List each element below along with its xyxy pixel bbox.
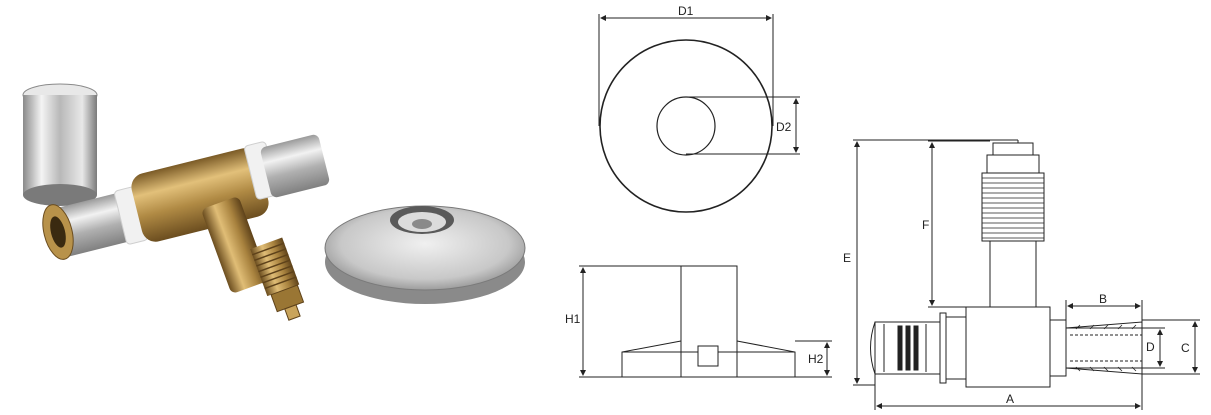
inner-diameter-circle	[656, 96, 716, 156]
product-photo	[22, 83, 526, 321]
dim-label-a: A	[1006, 392, 1014, 406]
dim-label-h1: H1	[565, 312, 581, 326]
top-view-drawing	[598, 14, 800, 213]
cap-image	[22, 83, 98, 206]
outer-diameter-circle	[599, 39, 773, 213]
dim-label-e: E	[843, 251, 851, 265]
dim-label-b: B	[1099, 292, 1107, 306]
dim-label-f: F	[922, 218, 929, 232]
dim-label-h2: H2	[808, 352, 824, 366]
tee-valve-image	[42, 134, 330, 321]
dim-label-d: D	[1146, 340, 1155, 354]
dim-label-d2: D2	[776, 120, 792, 134]
rosette-image	[324, 205, 526, 304]
valve-view-drawing	[853, 139, 1200, 410]
side-view-drawing	[579, 265, 832, 378]
dim-label-c: C	[1181, 341, 1190, 355]
dim-label-d1: D1	[678, 4, 694, 18]
